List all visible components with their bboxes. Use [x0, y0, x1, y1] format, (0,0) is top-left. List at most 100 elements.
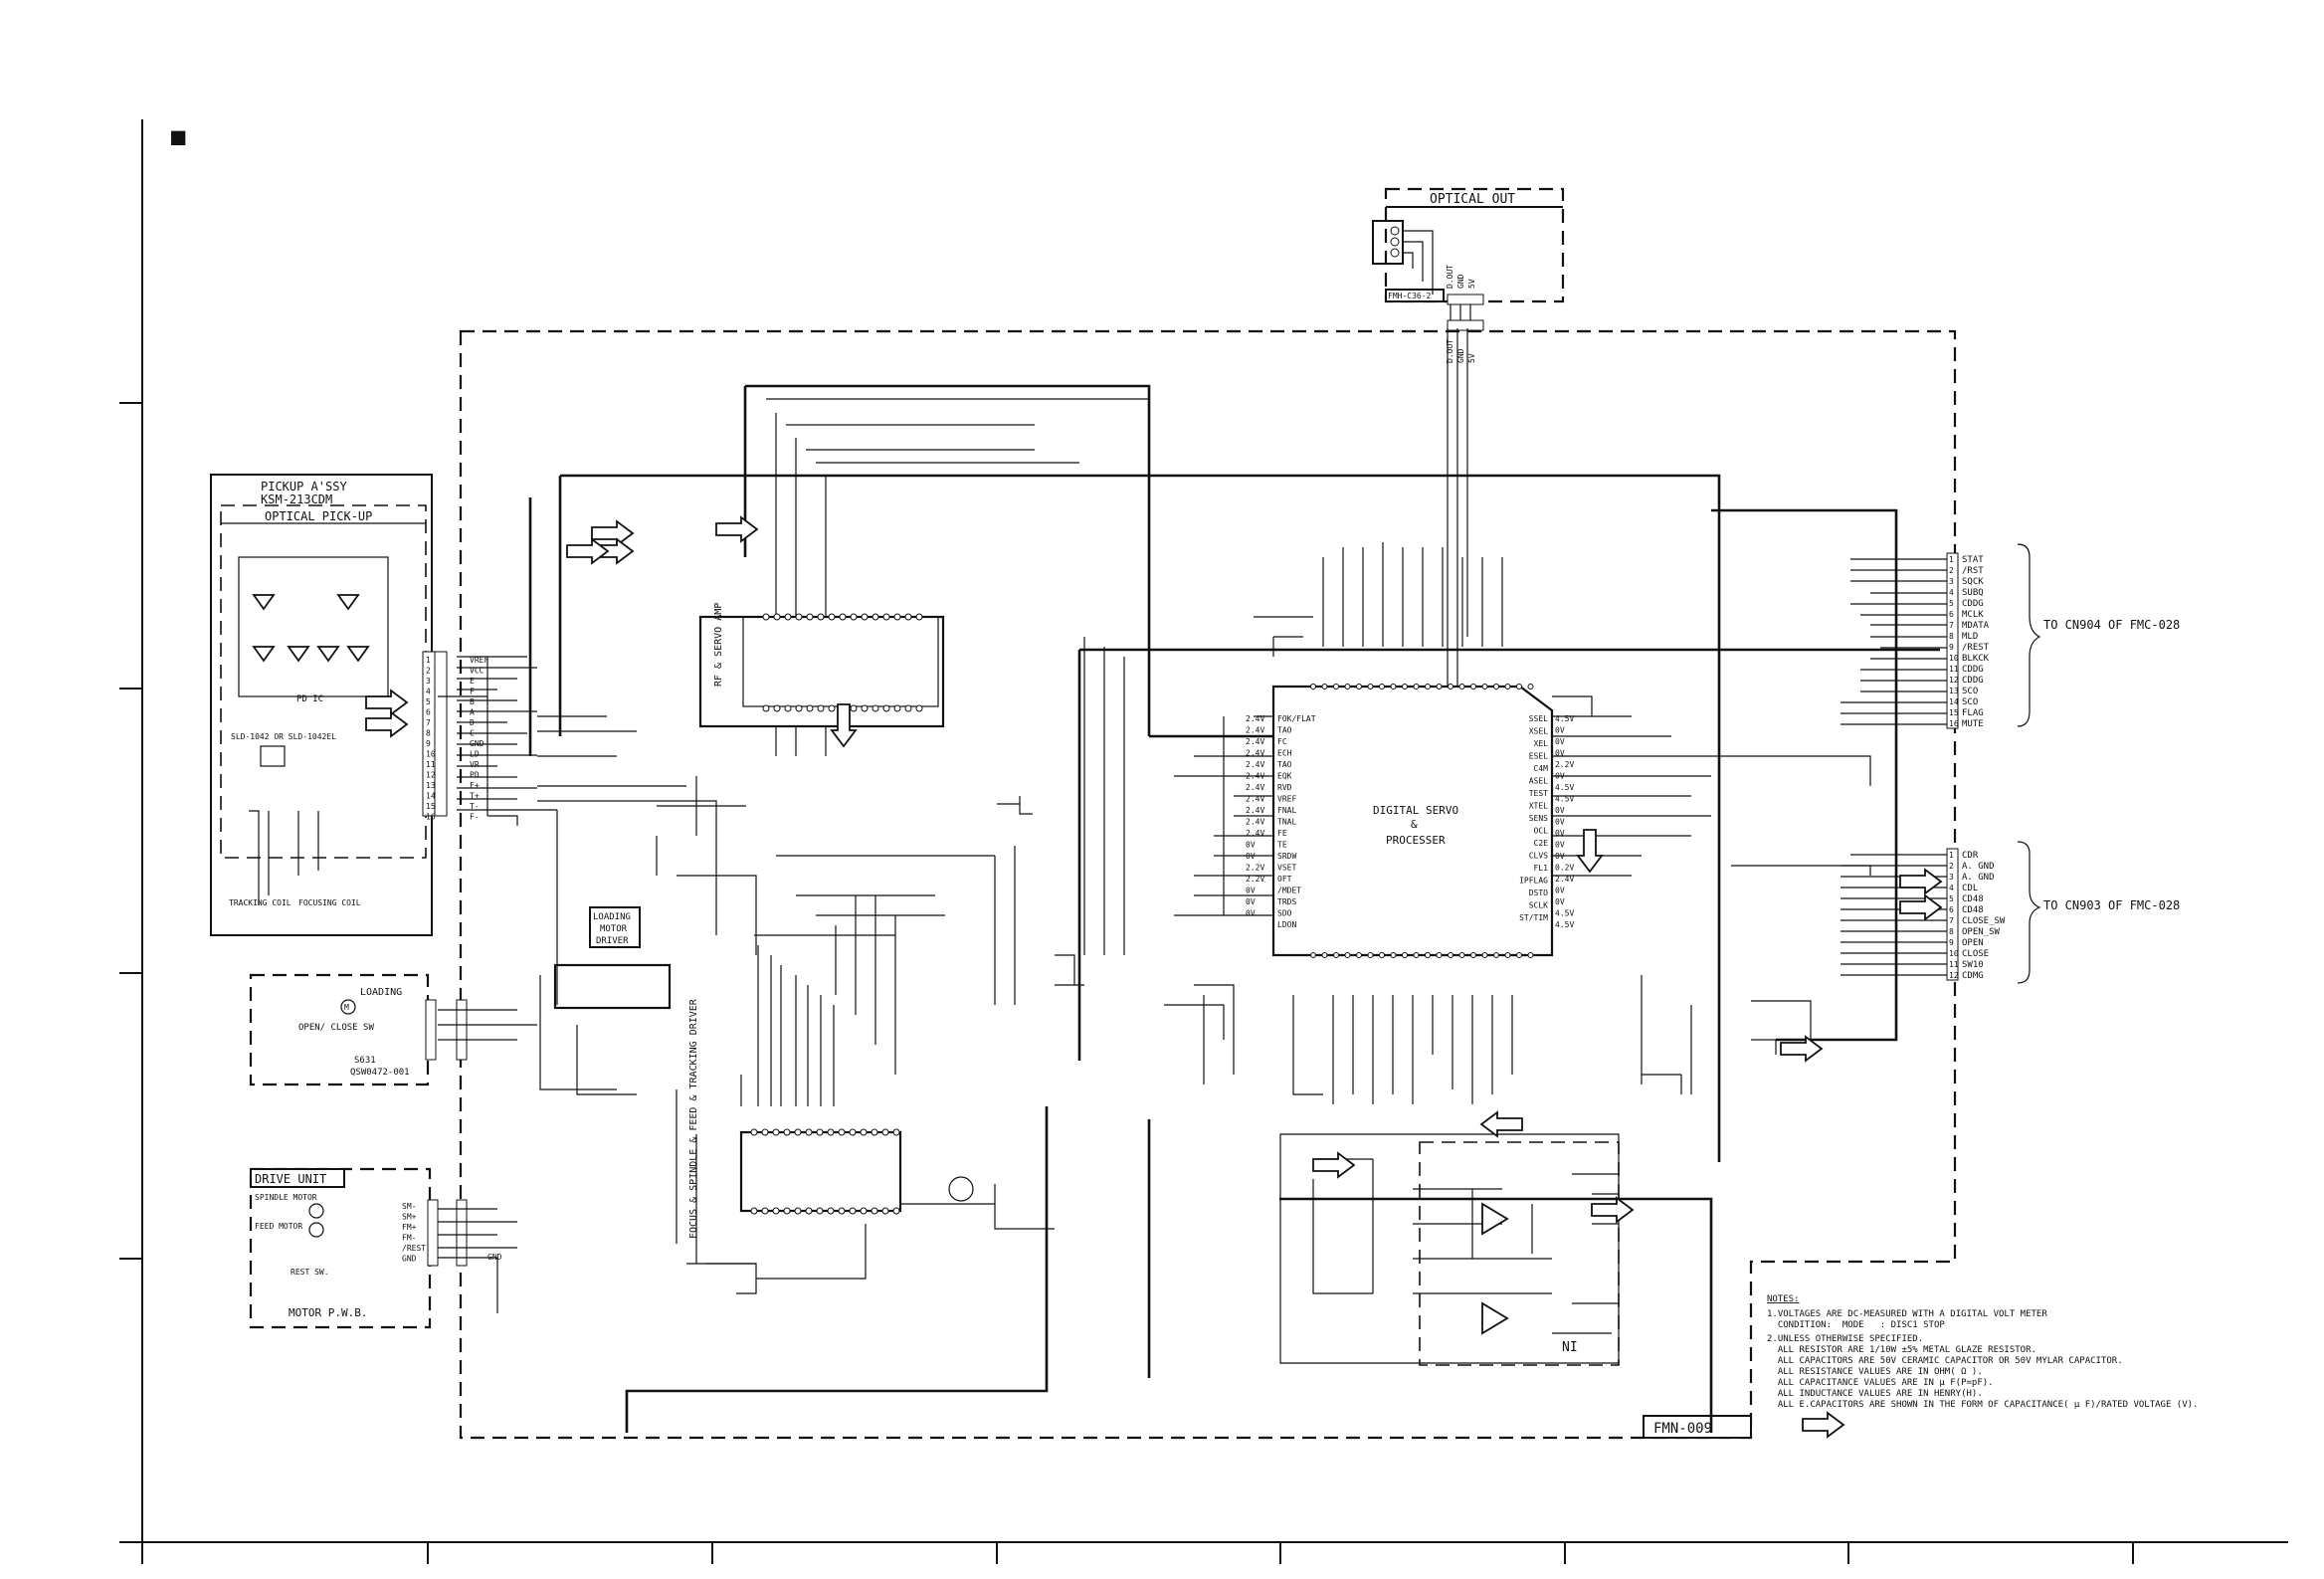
- rf-amp-pin-top: [795, 613, 803, 621]
- dsp-right-voltage: 4.5V: [1555, 783, 1574, 792]
- drive-unit-pin-label: FM+: [402, 1223, 417, 1232]
- pickup-subtitle: OPTICAL PICK-UP: [265, 509, 372, 523]
- pickup-pin-label: LD: [470, 750, 480, 759]
- dsp-pin-top: [1458, 684, 1465, 690]
- pd-ic-label: PD IC: [296, 694, 323, 704]
- pickup-title: PICKUP A'SSY: [261, 480, 347, 493]
- driver-pin-bottom: [750, 1207, 758, 1215]
- pickup-pin-label: F-: [470, 813, 480, 822]
- dsp-left-pin-label: OFT: [1277, 875, 1292, 884]
- dsp-left-voltage: 2.4V: [1246, 737, 1264, 746]
- ni-label: NI: [1562, 1340, 1578, 1355]
- rest-sw-label: REST SW.: [290, 1268, 329, 1277]
- cn903-pin-label: CLOSE: [1962, 949, 1989, 959]
- loading-driver-line1: LOADING: [593, 912, 631, 922]
- spindle-motor-label: SPINDLE MOTOR: [255, 1193, 317, 1202]
- driver-pin-bottom: [772, 1207, 780, 1215]
- dsp-left-pin-label: ECH: [1277, 749, 1292, 758]
- dsp-pin-top: [1356, 684, 1362, 690]
- pickup-pin-label: A: [470, 708, 475, 717]
- focus-spindle-driver-ic: FOCUS & SPINDLE & FEED & TRACKING DRIVER: [688, 998, 974, 1239]
- loading-title: LOADING: [360, 987, 402, 998]
- dsp-right-voltage: 4.5V: [1555, 909, 1574, 918]
- driver-pin-bottom: [871, 1207, 878, 1215]
- cn903-pin-label: A. GND: [1962, 862, 1995, 872]
- note-line-3: 2.UNLESS OTHERWISE SPECIFIED.: [1767, 1334, 1923, 1344]
- cn904-pin-label: SCO: [1962, 697, 1978, 707]
- pickup-pin-label: VREF: [470, 656, 488, 665]
- dsp-right-voltage: 0V: [1555, 772, 1565, 781]
- dsp-left-voltage: 2.4V: [1246, 760, 1264, 769]
- dsp-right-voltage: 0.2V: [1555, 864, 1574, 873]
- dsp-right-voltage: 0V: [1555, 829, 1565, 838]
- cn903-pin-label: CLOSE_SW: [1962, 916, 2006, 926]
- drive-unit-pin-label: SM-: [402, 1202, 416, 1211]
- dsp-right-pin-label: XSEL: [1529, 727, 1548, 736]
- rf-amp-pin-bottom: [893, 704, 901, 712]
- driver-pin-bottom: [827, 1207, 835, 1215]
- rf-amp-label: RF & SERVO AMP: [713, 603, 724, 687]
- pickup-pin-number: 1: [426, 656, 431, 665]
- dsp-pin-top: [1367, 684, 1374, 690]
- dsp-left-pin-label: TNAL: [1277, 818, 1296, 827]
- dsp-right-voltage: 0V: [1555, 726, 1565, 735]
- dsp-line3: PROCESSER: [1386, 834, 1446, 847]
- driver-pin-top: [816, 1128, 824, 1136]
- rf-amp-pin-bottom: [795, 704, 803, 712]
- dsp-right-voltage: 4.5V: [1555, 920, 1574, 929]
- dsp-pins: FOK/FLATTAOFCECHTAOEQKRVDVREFFNALTNALFET…: [1246, 684, 1574, 958]
- ni-section: NI: [1419, 1141, 1620, 1366]
- pickup-pin-label: F+: [470, 781, 480, 790]
- dsp-left-pin-label: TE: [1277, 841, 1287, 850]
- cn903-pin-number: 10: [1949, 949, 1959, 958]
- cn904-pin-label: FLAG: [1962, 708, 1984, 718]
- pickup-pin-number: 5: [426, 697, 431, 706]
- dsp-pin-top: [1321, 684, 1328, 690]
- cn903-pin-number: 1: [1949, 851, 1954, 860]
- dsp-pin-top: [1425, 684, 1431, 690]
- cn904-pin-number: 8: [1949, 632, 1954, 641]
- cn903-pin-number: 6: [1949, 905, 1954, 914]
- signal-arrows: [365, 515, 1943, 1439]
- dsp-pin-top: [1413, 684, 1420, 690]
- dsp-pin-bottom: [1425, 952, 1431, 958]
- cn904-connector: TO CN904 OF FMC-028: [1946, 543, 2180, 729]
- dsp-right-voltage: 4.5V: [1555, 714, 1574, 723]
- pickup-pin-number: 11: [426, 760, 436, 769]
- cn903-pin-label: CDMG: [1962, 971, 1984, 981]
- cn903-pin-label: CDR: [1962, 851, 1979, 861]
- dsp-pin-top: [1481, 684, 1488, 690]
- driver-pin-bottom: [794, 1207, 802, 1215]
- dsp-line1: DIGITAL SERVO: [1373, 804, 1458, 817]
- dsp-pin-top: [1402, 684, 1408, 690]
- rf-amp-pin-top: [773, 613, 781, 621]
- dsp-pin-top: [1527, 684, 1534, 690]
- cn904-pin-number: 15: [1949, 708, 1959, 717]
- optical-out-pin-gnd-2: GND: [1456, 348, 1465, 363]
- dsp-right-pin-label: SSEL: [1529, 714, 1548, 723]
- dsp-right-voltage: 0V: [1555, 852, 1565, 861]
- dsp-right-pin-label: IPFLAG: [1519, 877, 1548, 886]
- cn904-pin-label: MUTE: [1962, 719, 1984, 729]
- dsp-left-voltage: 2.4V: [1246, 806, 1264, 815]
- dsp-right-pin-label: ESEL: [1529, 752, 1548, 761]
- rf-amp-pin-bottom: [861, 704, 869, 712]
- drive-unit-pin-label: FM-: [402, 1234, 416, 1243]
- dsp-pin-bottom: [1527, 952, 1534, 958]
- rf-amp-pin-top: [861, 613, 869, 621]
- dsp-pin-bottom: [1413, 952, 1420, 958]
- driver-pin-top: [750, 1128, 758, 1136]
- optical-out-pin-dout-2: D.OUT: [1446, 339, 1454, 363]
- optical-out-pin-5v: 5V: [1467, 279, 1476, 289]
- dsp-pin-bottom: [1493, 952, 1499, 958]
- loading-switch-ref: S631: [354, 1056, 376, 1066]
- rf-amp-pin-bottom: [828, 704, 836, 712]
- note-line-6: ALL RESISTANCE VALUES ARE IN OHM( Ω ).: [1767, 1367, 1983, 1377]
- rf-amp-pin-bottom: [762, 704, 770, 712]
- dsp-left-pin-label: SDO: [1277, 909, 1292, 918]
- open-close-switch: OPEN/ CLOSE SW: [298, 1023, 374, 1033]
- header-marker: ■: [171, 122, 186, 150]
- cn904-pin-label: /RST: [1962, 566, 1984, 576]
